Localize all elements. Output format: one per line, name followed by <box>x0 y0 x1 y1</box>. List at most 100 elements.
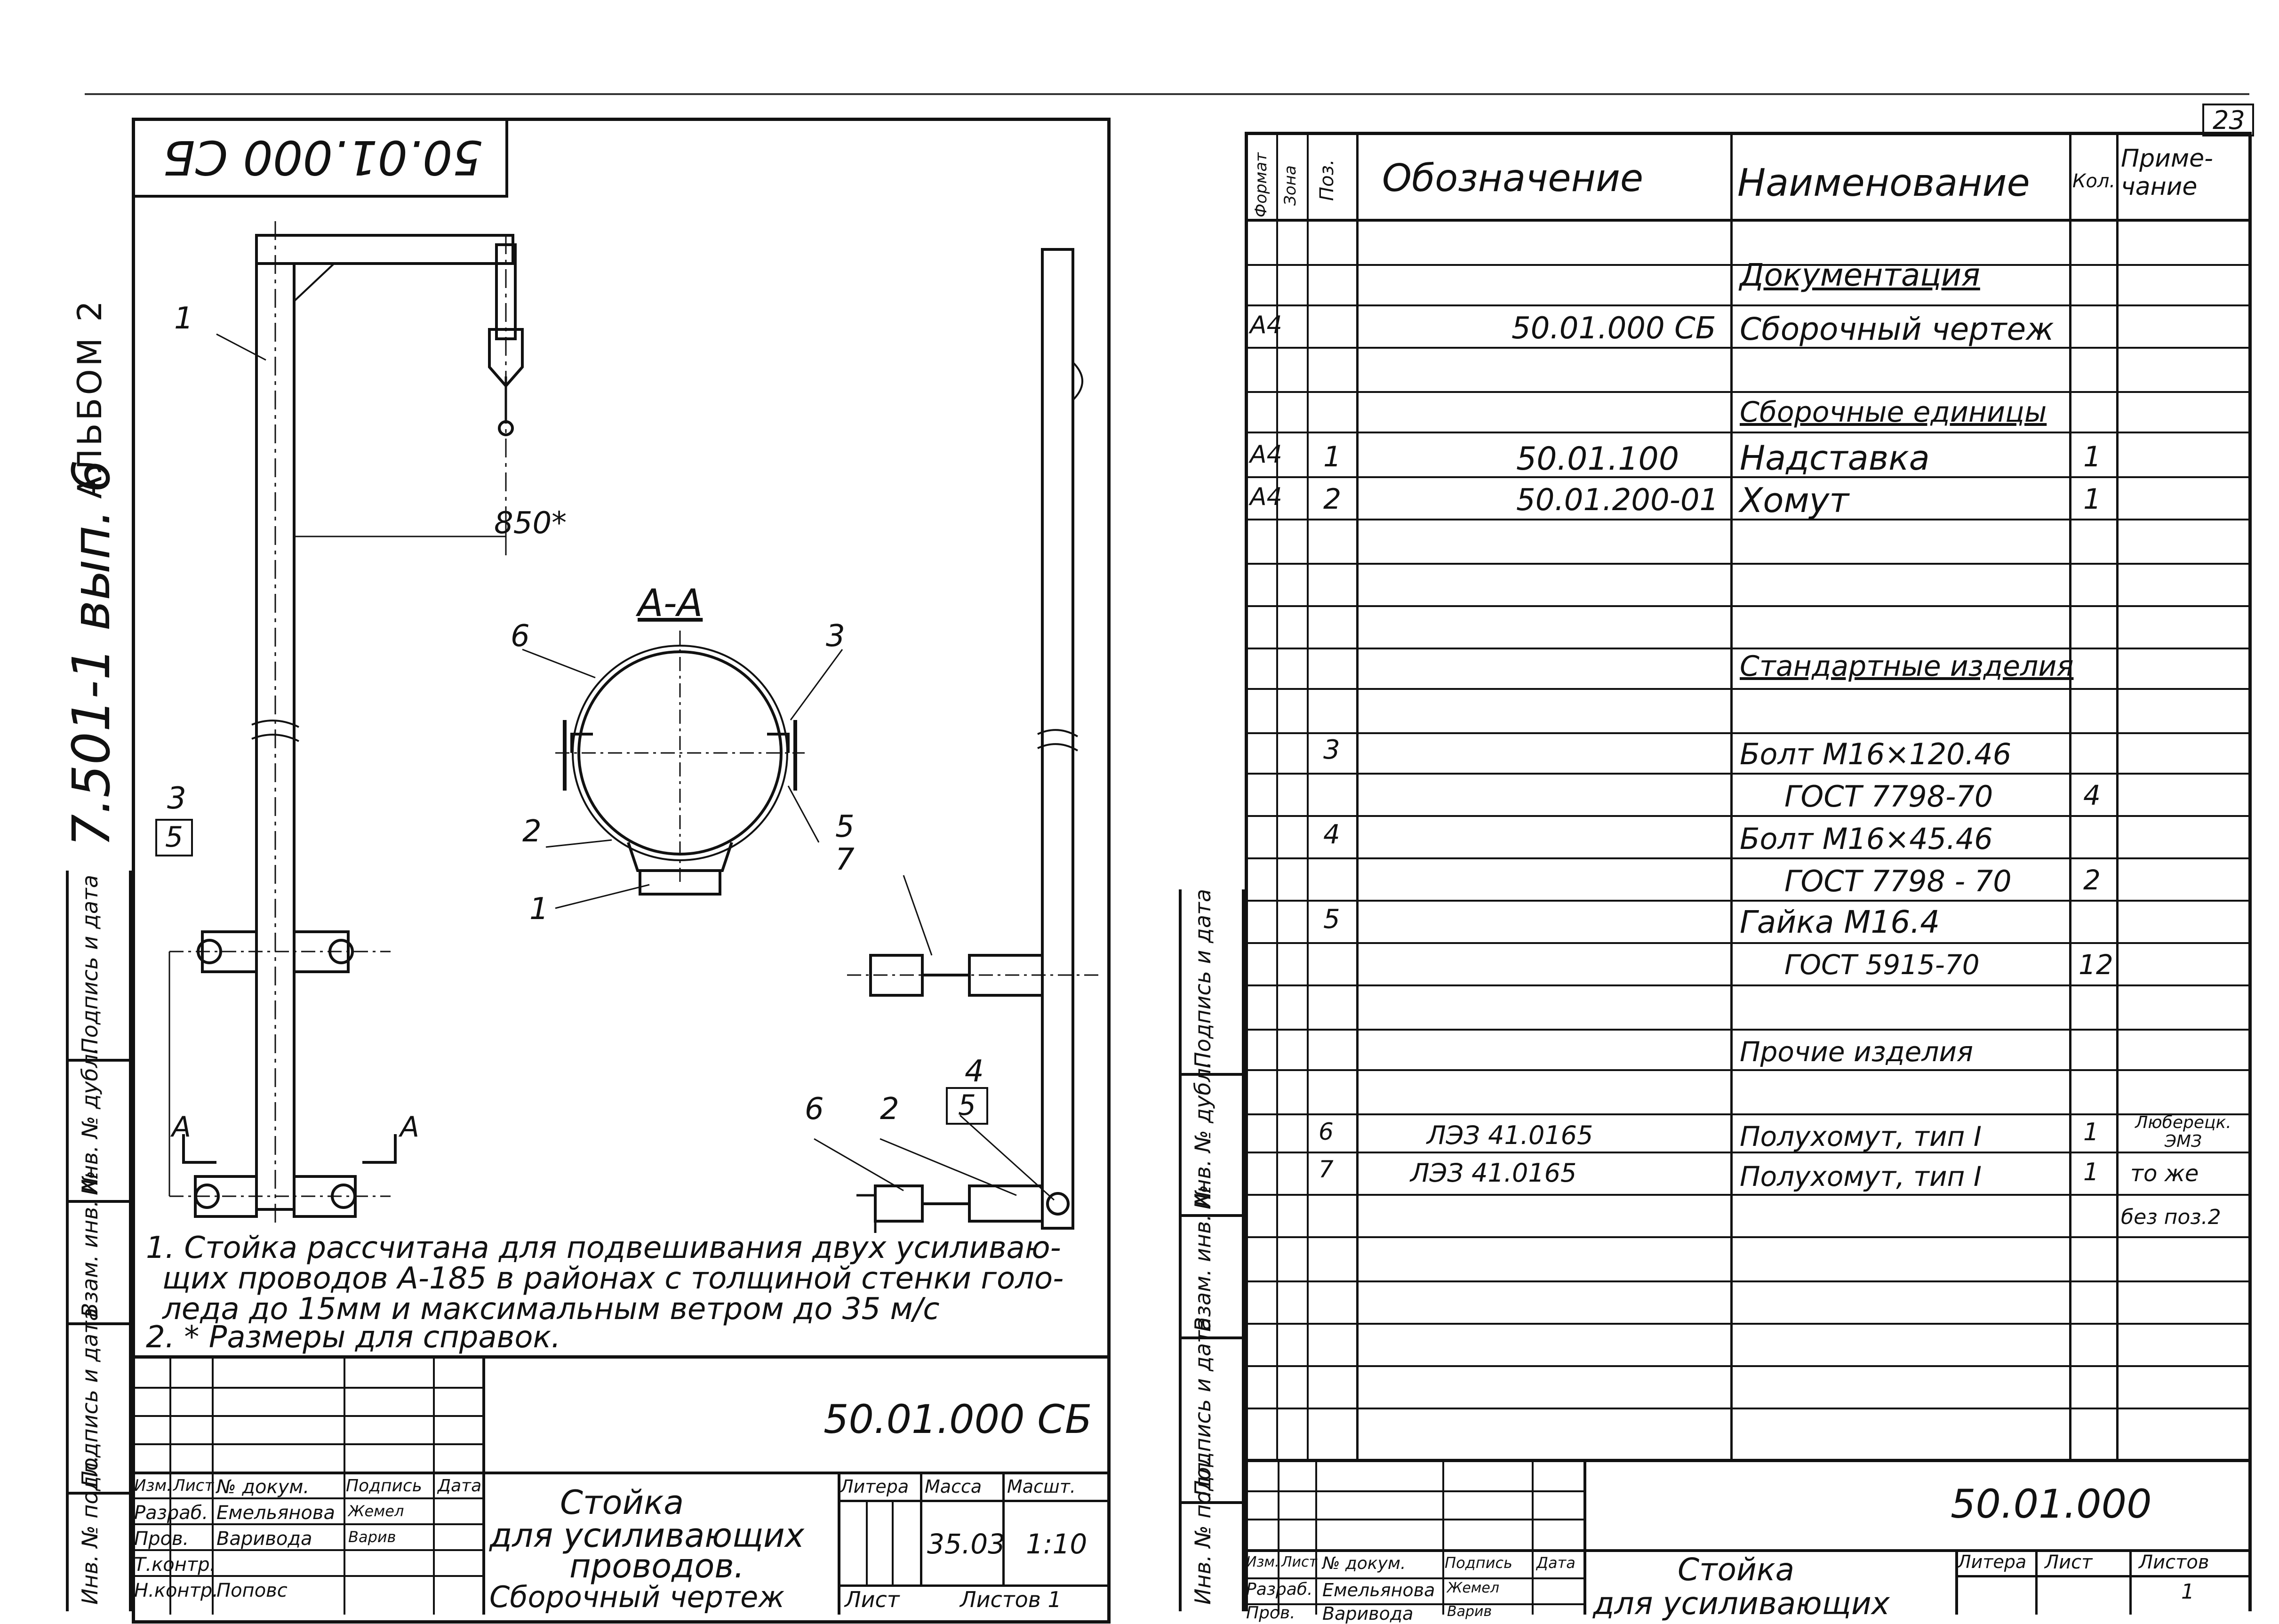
strip-divider <box>69 1492 129 1495</box>
spec-row: 5 Гайка М16.4 <box>1248 902 2248 944</box>
rtb-role-1: Разраб. <box>1246 1580 1313 1599</box>
tb-sheet-label: Лист <box>845 1587 900 1612</box>
right-title-block: Изм. Лист № докум. Подпись Дата Разраб. … <box>1245 1459 2252 1624</box>
strip-label-1: Подпись и дата <box>77 874 103 1054</box>
spec-row: Документация <box>1248 222 2248 306</box>
tb-grid-vline <box>212 1359 214 1615</box>
spec-row-format: А4 <box>1250 440 1282 469</box>
callout-sec-2: 2 <box>522 814 542 849</box>
callout-sec-5: 5 <box>835 809 855 844</box>
rtb-role-2: Пров. <box>1246 1603 1295 1623</box>
spec-vline <box>2069 135 2071 1459</box>
spec-divider <box>1248 1280 2248 1282</box>
strip-divider <box>1182 1501 1242 1504</box>
rtb-header-doc: № докум. <box>1322 1554 1406 1573</box>
rtb-hline <box>1245 1577 1583 1579</box>
strip-divider <box>69 1200 129 1203</box>
series-label: 7.501-1 вып. 6 <box>61 459 121 847</box>
tb-scale-value: 1:10 <box>1026 1528 1088 1560</box>
assembly-drawing <box>168 221 1101 1233</box>
rtb-vline <box>1955 1549 1958 1615</box>
rtb-sheets-label: Листов <box>2139 1552 2209 1573</box>
spec-divider <box>1248 1365 2248 1367</box>
tb-title-3: проводов. <box>569 1547 744 1585</box>
spec-row-name: Гайка М16.4 <box>1740 904 1940 940</box>
right-sheet-frame <box>1245 132 2252 1611</box>
rtb-litera-label: Литера <box>1958 1552 2027 1572</box>
spec-row-qty: 2 <box>2083 864 2101 896</box>
tb-sign-2: Варив <box>348 1528 396 1546</box>
tb-name-2: Варивода <box>216 1528 312 1550</box>
spec-row-name: Болт М16×45.46 <box>1740 822 1993 856</box>
spec-row: 7 ЛЭЗ 41.0165 Полухомут, тип I 1 то же <box>1248 1153 2248 1196</box>
spec-row-qty: 1 <box>2083 483 2102 516</box>
callout-view-3: 3 <box>167 781 186 816</box>
spec-row-format: А4 <box>1250 311 1282 339</box>
section-label: А-А <box>638 581 703 625</box>
tb-grid-hline <box>132 1443 482 1445</box>
callout-sec-1: 1 <box>529 892 549 927</box>
tb-sheets-label: Листов 1 <box>960 1587 1062 1612</box>
tb-header-list: Лист <box>173 1476 214 1495</box>
spec-header-format: Формат <box>1252 152 1271 217</box>
tb-vline <box>920 1472 922 1584</box>
spec-row-note: без поз.2 <box>2121 1205 2221 1229</box>
spec-row: ГОСТ 5915-70 12 <box>1248 944 2248 986</box>
rtb-header-list: Лист <box>1281 1554 1318 1570</box>
tb-header-doc: № докум. <box>216 1476 310 1498</box>
tb-mass-value: 35.03 <box>927 1528 1006 1560</box>
strip-divider <box>69 1322 129 1325</box>
rtb-vline <box>1532 1462 1534 1615</box>
tb-scale-label: Масшт. <box>1007 1476 1076 1497</box>
tb-hline <box>838 1500 1111 1502</box>
rtb-sign-1: Жемел <box>1447 1580 1500 1596</box>
spec-divider <box>1248 648 2248 649</box>
page-number-box: 23 <box>2202 104 2254 136</box>
tb-grid-vline <box>344 1359 345 1615</box>
strip-label-r1: Подпись и дата <box>1190 888 1215 1068</box>
spec-row: А4 50.01.000 СБ Сборочный чертеж <box>1248 306 2248 349</box>
tb-role-4: Н.контр. <box>134 1580 218 1601</box>
spec-row-qty: 1 <box>2083 1118 2099 1146</box>
mirrored-stamp: 50.01.000 СБ <box>163 130 483 185</box>
tb-vline <box>1002 1472 1005 1584</box>
spec-header-note: Приме-чание <box>2121 144 2213 201</box>
callout-sec-6: 6 <box>511 619 530 654</box>
rtb-sheet-label: Лист <box>2045 1552 2093 1573</box>
spec-header-line <box>1248 219 2248 222</box>
spec-header-qty: Кол. <box>2072 170 2116 192</box>
callout-view-2: 2 <box>880 1092 899 1127</box>
tb-header-sign: Подпись <box>346 1476 422 1496</box>
tb-grid-hline <box>132 1472 1111 1474</box>
rtb-header-date: Дата <box>1536 1554 1575 1572</box>
note-line-2: щих проводов А-185 в районах с толщиной … <box>162 1261 1064 1296</box>
rtb-hline <box>1955 1575 2252 1577</box>
strip-divider <box>1182 1214 1242 1217</box>
spec-row-designation: ЛЭЗ 41.0165 <box>1410 1158 1577 1188</box>
tb-hline <box>838 1584 1111 1587</box>
strip-label-r3: Взам. инв. № <box>1190 1184 1215 1332</box>
spec-header-designation: Обозначение <box>1382 156 1644 200</box>
callout-view-6: 6 <box>805 1092 824 1127</box>
rtb-vline <box>2035 1549 2038 1615</box>
tb-doc-code: 50.01.000 СБ <box>824 1396 1092 1442</box>
tb-sign-1: Жемел <box>348 1502 404 1520</box>
rtb-vline <box>1583 1462 1586 1615</box>
callout-view-1: 1 <box>174 301 193 336</box>
spec-row-pos: 7 <box>1319 1156 1334 1183</box>
rtb-vline <box>1442 1462 1444 1615</box>
spec-divider <box>1248 1408 2248 1409</box>
spec-vline <box>1356 135 1359 1459</box>
callout-sec-3: 3 <box>826 619 845 654</box>
spec-row-pos: 5 <box>1323 904 1340 935</box>
page-number: 23 <box>2213 105 2245 135</box>
spec-row-pos: 3 <box>1323 735 1340 765</box>
callout-view-5b: 5 <box>946 1087 988 1125</box>
tb-mass-label: Масса <box>925 1476 982 1497</box>
rtb-vline <box>1315 1462 1317 1615</box>
spec-row-note: то же <box>2130 1160 2199 1187</box>
tb-name-4: Поповс <box>216 1580 288 1601</box>
spec-vline <box>2116 135 2119 1459</box>
spec-row-designation: ЛЭЗ 41.0165 <box>1427 1120 1593 1150</box>
strip-label-5: Инв. № подл. <box>77 1455 103 1605</box>
